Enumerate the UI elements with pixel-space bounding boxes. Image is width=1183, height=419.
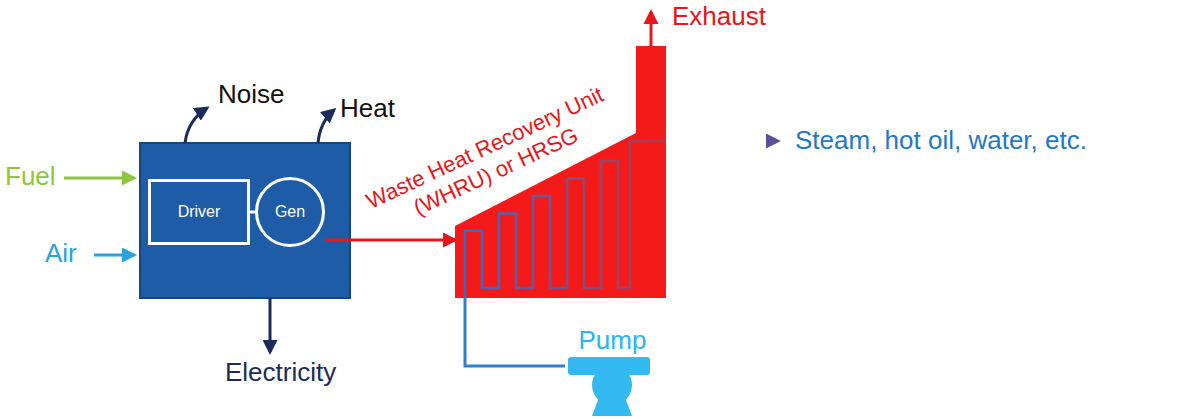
pump: Pump bbox=[565, 326, 660, 416]
pump-base bbox=[592, 400, 632, 416]
shaft-coupling bbox=[250, 211, 255, 214]
driver-box: Driver bbox=[148, 179, 250, 245]
fuel-arrow bbox=[64, 177, 134, 180]
generator-circle bbox=[257, 179, 324, 246]
electricity-label: Electricity bbox=[225, 358, 336, 388]
exhaust-arrow bbox=[650, 12, 653, 46]
exhaust-label: Exhaust bbox=[672, 2, 766, 32]
noise-arrow bbox=[185, 108, 207, 143]
waste-heat-recovery-unit: Waste Heat Recovery Unit (WHRU) or HRSG bbox=[455, 40, 667, 298]
steam-outlet-pipe bbox=[666, 140, 778, 143]
exhaust-gas-arrow bbox=[325, 239, 455, 242]
pump-label: Pump bbox=[565, 326, 660, 354]
driver-box-label: Driver bbox=[178, 203, 221, 221]
generator-circle-node-label: Gen bbox=[275, 203, 305, 221]
feed-pipe bbox=[650, 365, 865, 368]
fuel-label: Fuel bbox=[5, 162, 56, 192]
air-arrow bbox=[94, 254, 134, 257]
electricity-arrow bbox=[269, 298, 272, 352]
heat-arrow bbox=[318, 110, 334, 143]
pump-volute bbox=[592, 365, 632, 405]
generator-circle-node: Gen bbox=[255, 177, 325, 247]
air-label: Air bbox=[45, 239, 77, 269]
package-housing bbox=[140, 143, 350, 298]
driver-outline bbox=[150, 181, 249, 244]
heat-label: Heat bbox=[340, 94, 395, 124]
output-media-label: Steam, hot oil, water, etc. bbox=[795, 126, 1087, 156]
noise-label: Noise bbox=[218, 80, 284, 110]
feedwater-pipe bbox=[465, 298, 565, 366]
